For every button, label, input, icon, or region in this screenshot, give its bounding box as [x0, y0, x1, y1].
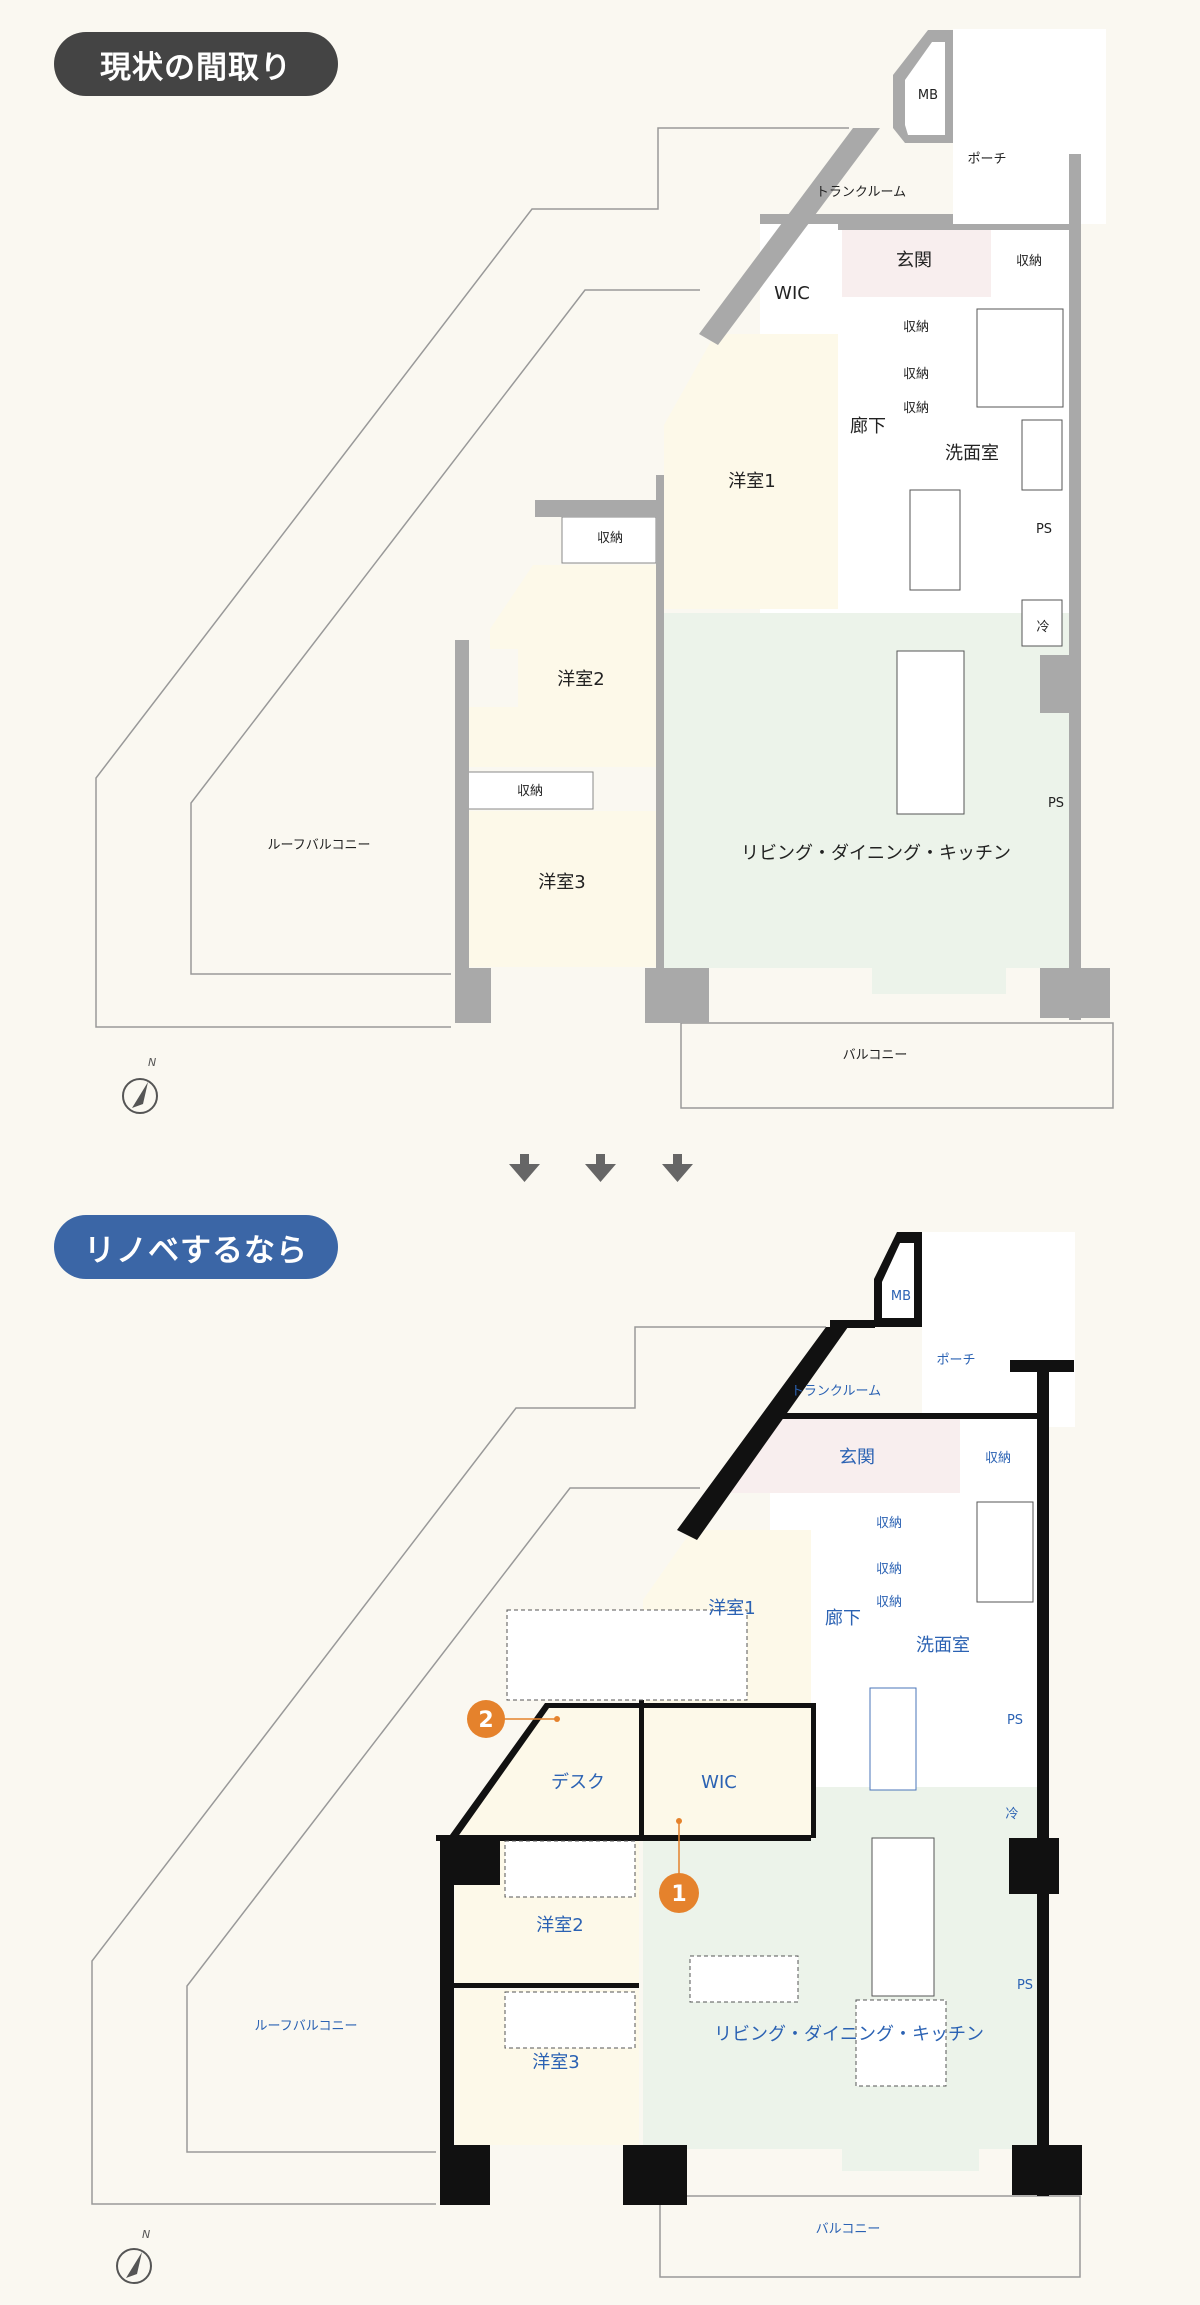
label-mb: MB [891, 1289, 911, 1304]
label-balcony: バルコニー [843, 1048, 908, 1063]
label-bedroom3: 洋室3 [538, 872, 585, 893]
label-balcony: バルコニー [816, 2222, 881, 2237]
desk-room [459, 1706, 639, 1835]
label-ldk: リビング・ダイニング・キッチン [741, 843, 1011, 864]
label-entrance: 玄関 [896, 250, 932, 271]
compass-north-label: N [148, 1056, 156, 1069]
label-washroom: 洗面室 [945, 443, 999, 464]
fridge-space [1021, 599, 1063, 647]
label-storage-bed3: 収納 [517, 784, 543, 799]
roof-balcony-outline [91, 1326, 826, 2205]
label-storage-a: 収納 [903, 320, 929, 335]
bedroom2-room [468, 565, 656, 767]
label-ps2: PS [1017, 1978, 1033, 1993]
bathtub [976, 1501, 1034, 1603]
bedroom1-room [664, 334, 838, 609]
wic-room [643, 1706, 811, 1835]
diagonal-wall [699, 128, 880, 345]
marker-1-label: 1 [671, 1882, 686, 1907]
porch-area [953, 29, 1106, 224]
label-storage-c: 収納 [876, 1595, 902, 1610]
bed1 [506, 1609, 748, 1701]
current-layout-badge: 現状の間取り [54, 32, 338, 96]
entrance-room [842, 224, 991, 297]
marker-2: 2 [467, 1700, 560, 1738]
down-arrow-icon [585, 1154, 616, 1182]
toilet-room [909, 489, 961, 591]
bedroom3-room [468, 811, 656, 967]
balcony-outline [680, 1022, 1114, 1109]
label-fridge: 冷 [1005, 1807, 1018, 1822]
transition-arrows [509, 1154, 693, 1182]
roof-balcony-inner [190, 289, 700, 975]
label-mb: MB [918, 88, 938, 103]
label-wic: WIC [774, 283, 810, 304]
label-bedroom1: 洋室1 [708, 1598, 755, 1619]
label-storage-entrance: 収納 [985, 1451, 1011, 1466]
label-desk: デスク [551, 1772, 605, 1793]
compass-icon: N [122, 1056, 158, 1114]
label-porch: ポーチ [936, 1353, 975, 1368]
bed2 [504, 1840, 636, 1898]
label-bedroom2: 洋室2 [536, 1915, 583, 1936]
dining-table [855, 1999, 947, 2087]
label-storage-entrance: 収納 [1016, 254, 1042, 269]
label-storage-bed2: 収納 [597, 531, 623, 546]
compass-icon: N [116, 2228, 152, 2284]
diagonal-wall [677, 1327, 848, 1540]
label-trunk-room: トランクルーム [791, 1384, 881, 1399]
storage-bed2 [561, 516, 657, 564]
label-storage-c: 収納 [903, 401, 929, 416]
wash-basin [1021, 419, 1063, 491]
label-trunk-room: トランクルーム [816, 185, 906, 200]
label-hall: 廊下 [825, 1608, 861, 1629]
label-entrance: 玄関 [839, 1447, 875, 1468]
right-wall [1037, 1360, 1049, 2196]
toilet-room [869, 1687, 917, 1791]
renovation-badge: リノベするなら [54, 1215, 338, 1279]
label-storage-b: 収納 [903, 367, 929, 382]
label-porch: ポーチ [967, 152, 1006, 167]
storage-bed3 [467, 771, 594, 810]
before-labels: MB ポーチ トランクルーム 玄関 収納 WIC 収納 収納 収納 廊下 洗面室… [268, 88, 1065, 1063]
label-bedroom2: 洋室2 [557, 669, 604, 690]
label-washroom: 洗面室 [916, 1635, 970, 1656]
label-hall: 廊下 [850, 416, 886, 437]
bed3 [504, 1991, 636, 2049]
label-bedroom3: 洋室3 [532, 2052, 579, 2073]
label-storage-b: 収納 [876, 1562, 902, 1577]
sofa [689, 1955, 799, 2003]
marker-1: 1 [659, 1818, 699, 1913]
down-arrow-icon [509, 1154, 540, 1182]
label-roof-balcony: ルーフバルコニー [255, 2019, 358, 2034]
marker-2-label: 2 [478, 1708, 493, 1733]
entrance-room [723, 1419, 960, 1493]
label-ps2: PS [1048, 796, 1064, 811]
label-ps1: PS [1007, 1713, 1023, 1728]
label-fridge: 冷 [1036, 620, 1049, 635]
label-ps1: PS [1036, 522, 1052, 537]
right-wall [1069, 154, 1081, 1020]
label-ldk: リビング・ダイニング・キッチン [714, 2024, 984, 2045]
kitchen-island [871, 1837, 935, 1997]
kitchen-island [896, 650, 965, 815]
before-plan: MB ポーチ トランクルーム 玄関 収納 WIC 収納 収納 収納 廊下 洗面室… [95, 29, 1114, 1114]
label-roof-balcony: ルーフバルコニー [268, 838, 371, 853]
bathtub [976, 308, 1064, 408]
compass-north-label: N [142, 2228, 150, 2241]
after-plan: 2 1 MB ポーチ トランクルーム 玄関 収納 収納 収納 収納 廊下 洗面室… [91, 1232, 1082, 2284]
label-bedroom1: 洋室1 [728, 471, 775, 492]
label-storage-a: 収納 [876, 1516, 902, 1531]
ldk-room [664, 613, 1069, 994]
roof-balcony-inner [186, 1487, 700, 2153]
roof-balcony-outline [95, 127, 849, 1028]
label-wic: WIC [701, 1772, 737, 1793]
after-labels: MB ポーチ トランクルーム 玄関 収納 収納 収納 収納 廊下 洗面室 洋室1… [255, 1289, 1034, 2237]
down-arrow-icon [662, 1154, 693, 1182]
balcony-outline [659, 2195, 1081, 2278]
